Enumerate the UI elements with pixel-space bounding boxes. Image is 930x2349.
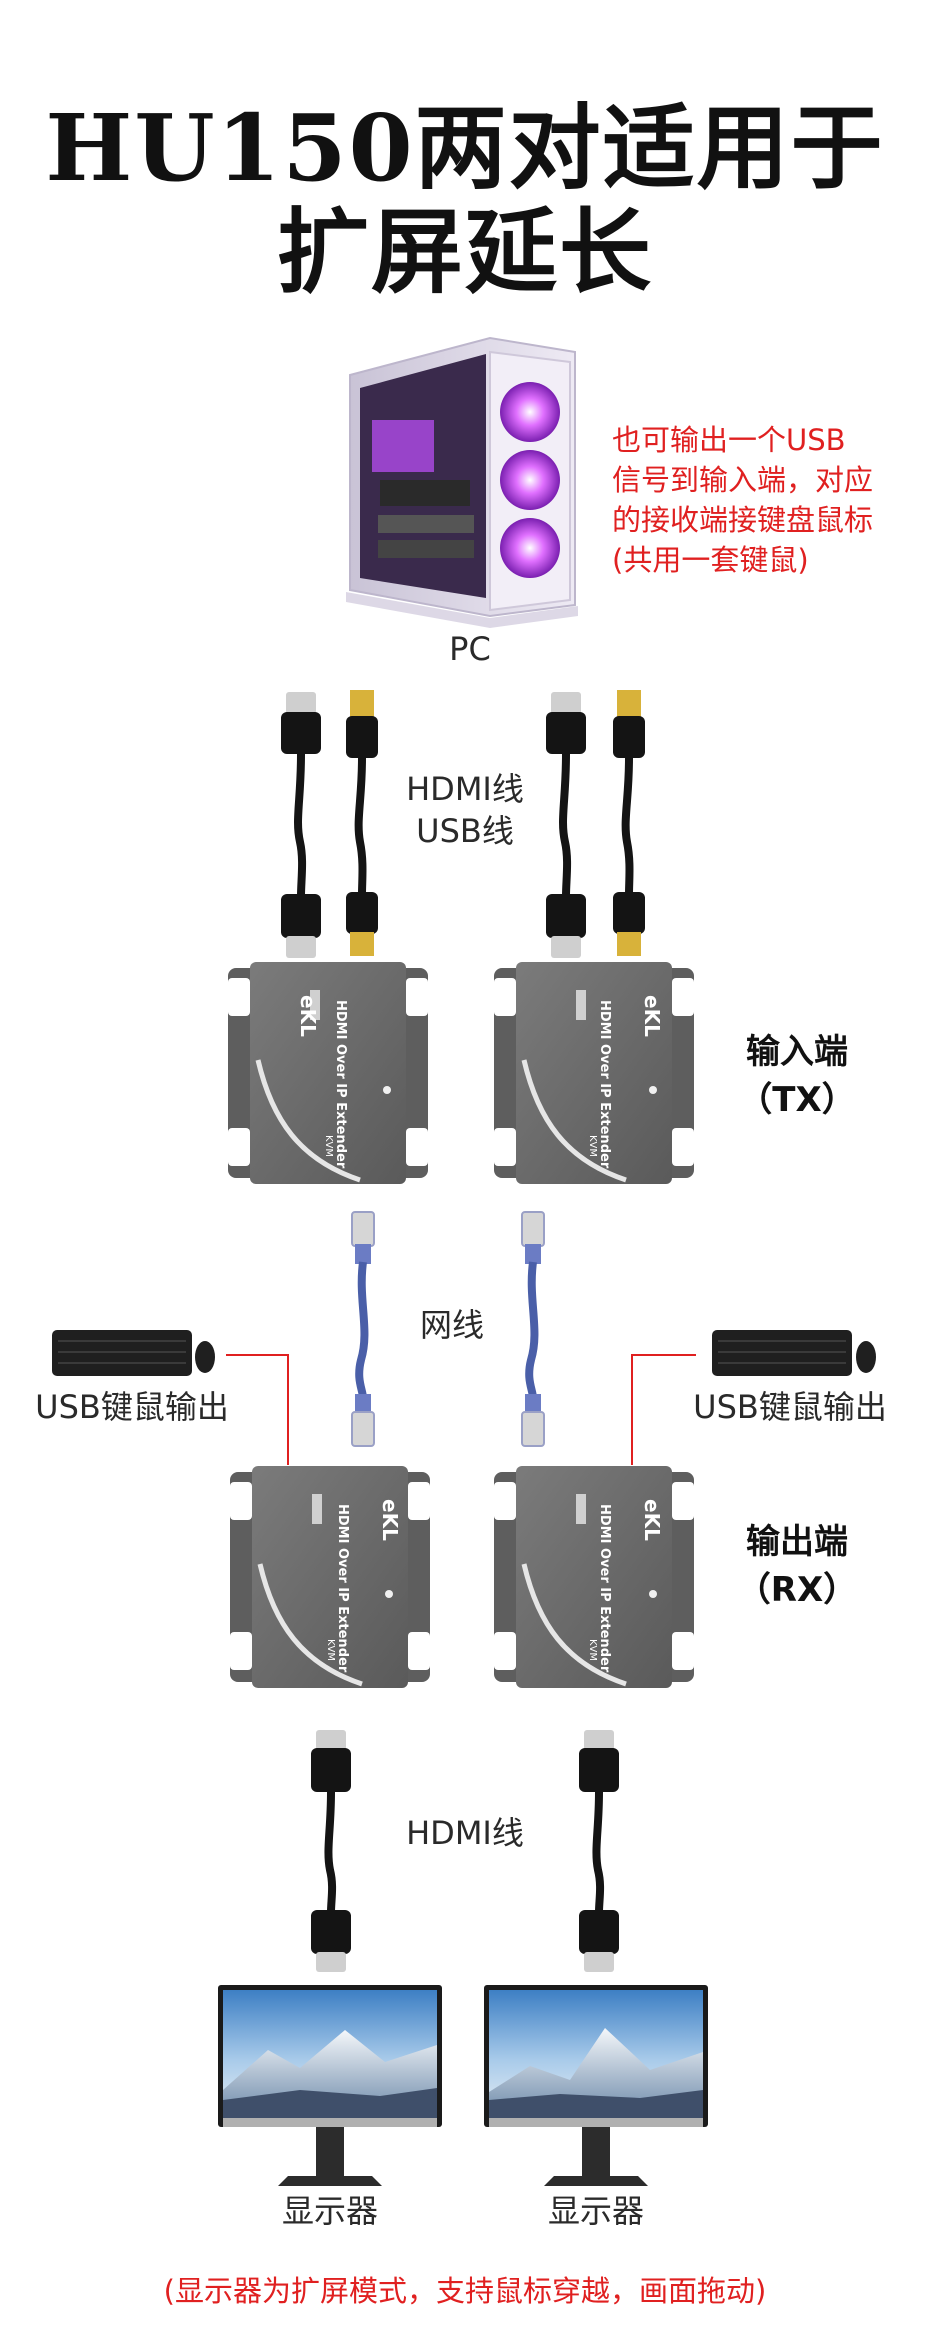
mouse-right-icon (856, 1341, 876, 1373)
tx-right-brand: eKL (640, 995, 664, 1037)
pc-note-line-1: 也可输出一个USB (612, 423, 846, 457)
network-cable-right-icon (521, 1211, 545, 1447)
usb-cable-top-left-icon (346, 690, 378, 956)
tx-left-model-kvm: KVM (323, 1135, 334, 1158)
monitor-label-right: 显示器 (547, 2192, 644, 2230)
footer-note: (显示器为扩屏模式，支持鼠标穿越，画面拖动) (163, 2274, 767, 2308)
cables-top-label-hdmi: HDMI线 (406, 770, 524, 808)
rx-device-left-icon (230, 1466, 430, 1688)
tx-left-brand: eKL (296, 995, 320, 1037)
keyboard-right-icon (712, 1330, 852, 1376)
page-title-line2: 扩屏延长 (276, 198, 653, 306)
keyboard-left-icon (52, 1330, 192, 1376)
usb-output-label-left: USB键鼠输出 (35, 1388, 229, 1426)
rx-right-model-kvm: KVM (587, 1639, 598, 1662)
tx-label-line2: （TX） (738, 1080, 856, 1120)
page-title-line1: HU150两对适用于 (45, 94, 885, 202)
hdmi-cable-bottom-right-icon (579, 1730, 619, 1972)
tx-device-left-icon (228, 962, 428, 1184)
pc-note-line-2: 信号到输入端，对应 (612, 463, 874, 497)
usb-connector-line-right (631, 1354, 696, 1465)
pc-note: 也可输出一个USB 信号到输入端，对应 的接收端接键盘鼠标 (共用一套键鼠) (612, 420, 912, 580)
tx-right-model: HDMI Over IP Extender (597, 1000, 612, 1169)
monitor-right-icon (484, 1985, 708, 2186)
cables-top-label: HDMI线 USB线 (385, 768, 545, 852)
tx-label: 输入端 （TX） (722, 1028, 872, 1124)
network-cable-left-icon (351, 1211, 375, 1447)
usb-cable-top-right-icon (613, 690, 645, 956)
hdmi-cable-bottom-left-icon (311, 1730, 351, 1972)
tx-device-right-icon (494, 962, 694, 1184)
monitor-left-icon (218, 1985, 442, 2186)
pc-note-line-3: 的接收端接键盘鼠标 (612, 503, 874, 537)
tx-right-model-kvm: KVM (587, 1135, 598, 1158)
monitor-label-left: 显示器 (281, 2192, 378, 2230)
network-cable-label: 网线 (419, 1306, 484, 1344)
rx-right-brand: eKL (640, 1499, 664, 1541)
pc-label: PC (449, 630, 491, 668)
hdmi-cable-top-left-icon (281, 692, 321, 958)
cables-bottom-label: HDMI线 (406, 1814, 524, 1852)
tx-left-model: HDMI Over IP Extender (333, 1000, 348, 1169)
rx-device-right-icon (494, 1466, 694, 1688)
usb-output-label-right: USB键鼠输出 (693, 1388, 887, 1426)
mouse-left-icon (195, 1341, 215, 1373)
usb-connector-line-left (226, 1354, 289, 1465)
rx-label: 输出端 （RX） (722, 1518, 872, 1614)
rx-label-line2: （RX） (736, 1570, 858, 1610)
tx-label-line1: 输入端 (746, 1032, 848, 1072)
rx-right-model: HDMI Over IP Extender (597, 1504, 612, 1673)
rx-label-line1: 输出端 (746, 1522, 848, 1562)
rx-left-model: HDMI Over IP Extender (335, 1504, 350, 1673)
rx-left-brand: eKL (378, 1499, 402, 1541)
hdmi-cable-top-right-icon (546, 692, 586, 958)
rx-left-model-kvm: KVM (325, 1639, 336, 1662)
pc-note-line-4: (共用一套键鼠) (612, 543, 809, 577)
cables-top-label-usb: USB线 (416, 812, 514, 850)
pc-tower-icon (346, 336, 578, 628)
